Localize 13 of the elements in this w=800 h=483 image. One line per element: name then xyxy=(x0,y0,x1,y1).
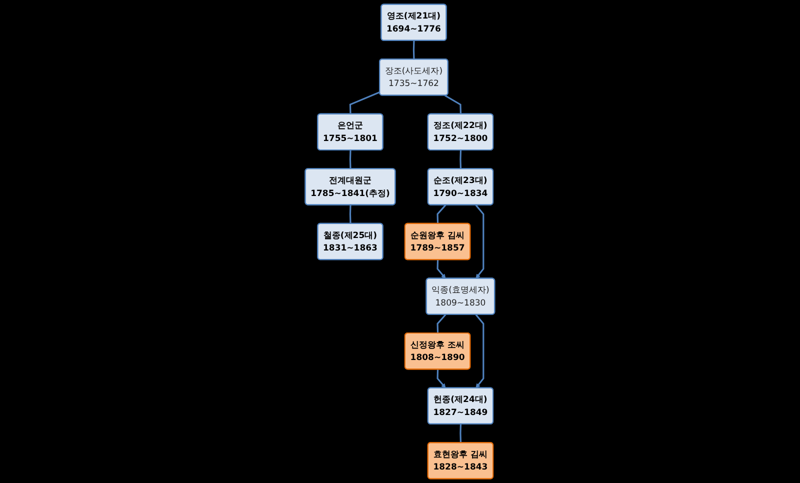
connector xyxy=(412,40,415,60)
connector xyxy=(436,314,446,334)
connector xyxy=(349,91,380,114)
connector xyxy=(349,150,352,169)
connector xyxy=(349,205,352,224)
connector xyxy=(444,94,462,114)
connector xyxy=(460,424,462,443)
arrow xyxy=(475,204,484,279)
arrow xyxy=(436,369,446,388)
arrow xyxy=(475,314,484,388)
arrow xyxy=(436,260,446,279)
connector xyxy=(436,204,446,224)
connector xyxy=(460,150,462,169)
